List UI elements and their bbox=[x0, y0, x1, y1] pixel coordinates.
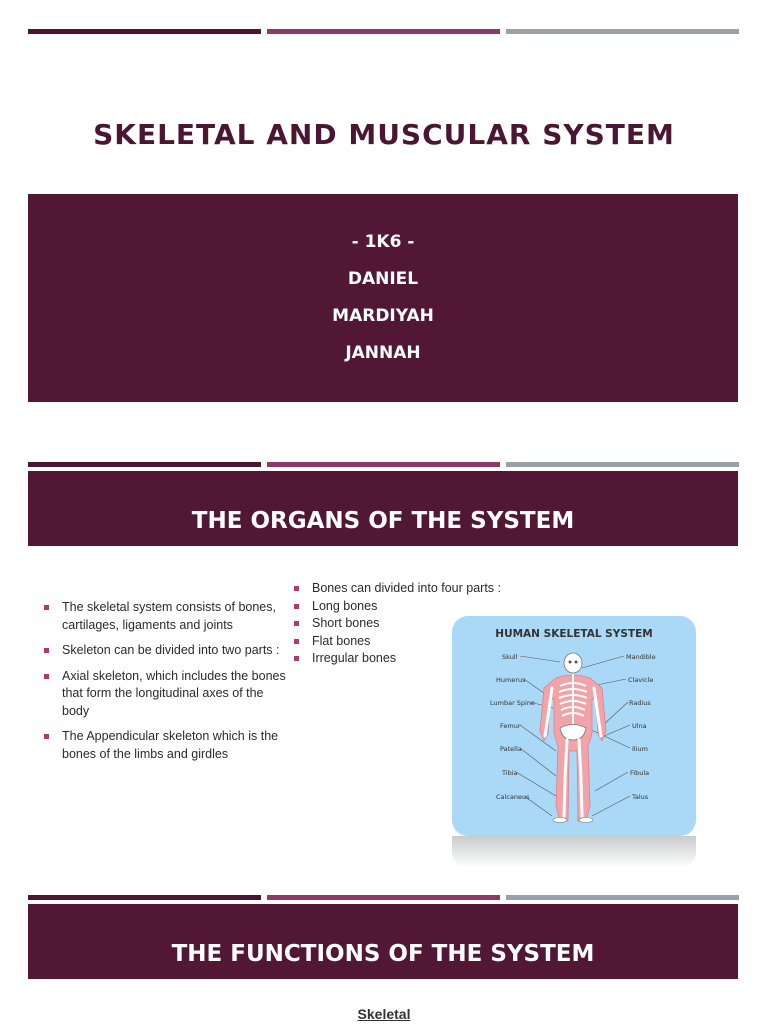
figure-label: Skull bbox=[502, 653, 518, 661]
figure-label: Talus bbox=[632, 793, 649, 801]
figure-label: Ulna bbox=[632, 722, 647, 730]
figure-label: Tibia bbox=[502, 769, 518, 777]
section-banner: THE ORGANS OF THE SYSTEM bbox=[28, 471, 738, 546]
author-name: MARDIYAH bbox=[332, 306, 434, 326]
bone-types-list: Bones can divided into four parts : Long… bbox=[294, 580, 534, 668]
figure-label: Lumbar Spine bbox=[490, 699, 535, 707]
figure-label: Humerus bbox=[496, 676, 526, 684]
accent-bar-grey bbox=[506, 895, 739, 900]
figure-label: Clavicle bbox=[628, 676, 654, 684]
accent-bar-plum bbox=[267, 29, 500, 34]
list-item: The skeletal system consists of bones, c… bbox=[44, 599, 289, 634]
section-title: THE ORGANS OF THE SYSTEM bbox=[191, 508, 575, 534]
figure-reflection bbox=[452, 836, 696, 868]
class-label: - 1K6 - bbox=[351, 232, 415, 252]
section-title: THE FUNCTIONS OF THE SYSTEM bbox=[171, 941, 595, 967]
accent-bar-dark bbox=[28, 895, 261, 900]
figure-label: Radius bbox=[629, 699, 651, 707]
accent-bar-plum bbox=[267, 462, 500, 467]
list-item: Skeleton can be divided into two parts : bbox=[44, 642, 289, 660]
subheading: Skeletal bbox=[357, 1006, 411, 1022]
author-name: DANIEL bbox=[347, 269, 419, 289]
accent-bar-grey bbox=[506, 29, 739, 34]
list-item: Axial skeleton, which includes the bones… bbox=[44, 668, 289, 721]
section-banner: THE FUNCTIONS OF THE SYSTEM bbox=[28, 904, 738, 979]
accent-bar-dark bbox=[28, 29, 261, 34]
skeleton-figure: HUMAN SKELETAL SYSTEM Skull Humerus Lumb… bbox=[452, 616, 696, 836]
figure-label: Mandible bbox=[626, 653, 656, 661]
skeleton-illustration bbox=[515, 652, 631, 823]
accent-bar-grey bbox=[506, 462, 739, 467]
list-item: Bones can divided into four parts : bbox=[294, 580, 534, 598]
figure-label: Fibula bbox=[630, 769, 650, 777]
list-item: Flat bones bbox=[294, 633, 534, 651]
figure-title: HUMAN SKELETAL SYSTEM bbox=[495, 628, 653, 640]
list-item: Long bones bbox=[294, 598, 534, 616]
accent-bar-plum bbox=[267, 895, 500, 900]
figure-label: Femur bbox=[500, 722, 521, 730]
list-item: The Appendicular skeleton which is the b… bbox=[44, 728, 289, 763]
figure-label: Calcaneus bbox=[496, 793, 530, 801]
slide-title: SKELETAL AND MUSCULAR SYSTEM bbox=[93, 118, 675, 151]
list-item: Short bones bbox=[294, 615, 534, 633]
author-name: JANNAH bbox=[345, 343, 421, 363]
skeleton-bullet-list: The skeletal system consists of bones, c… bbox=[44, 599, 289, 771]
figure-label: Ilium bbox=[632, 745, 648, 753]
figure-label: Patella bbox=[500, 745, 522, 753]
authors-banner: - 1K6 - DANIEL MARDIYAH JANNAH bbox=[28, 194, 738, 402]
accent-bar-dark bbox=[28, 462, 261, 467]
list-item: Irregular bones bbox=[294, 650, 534, 668]
